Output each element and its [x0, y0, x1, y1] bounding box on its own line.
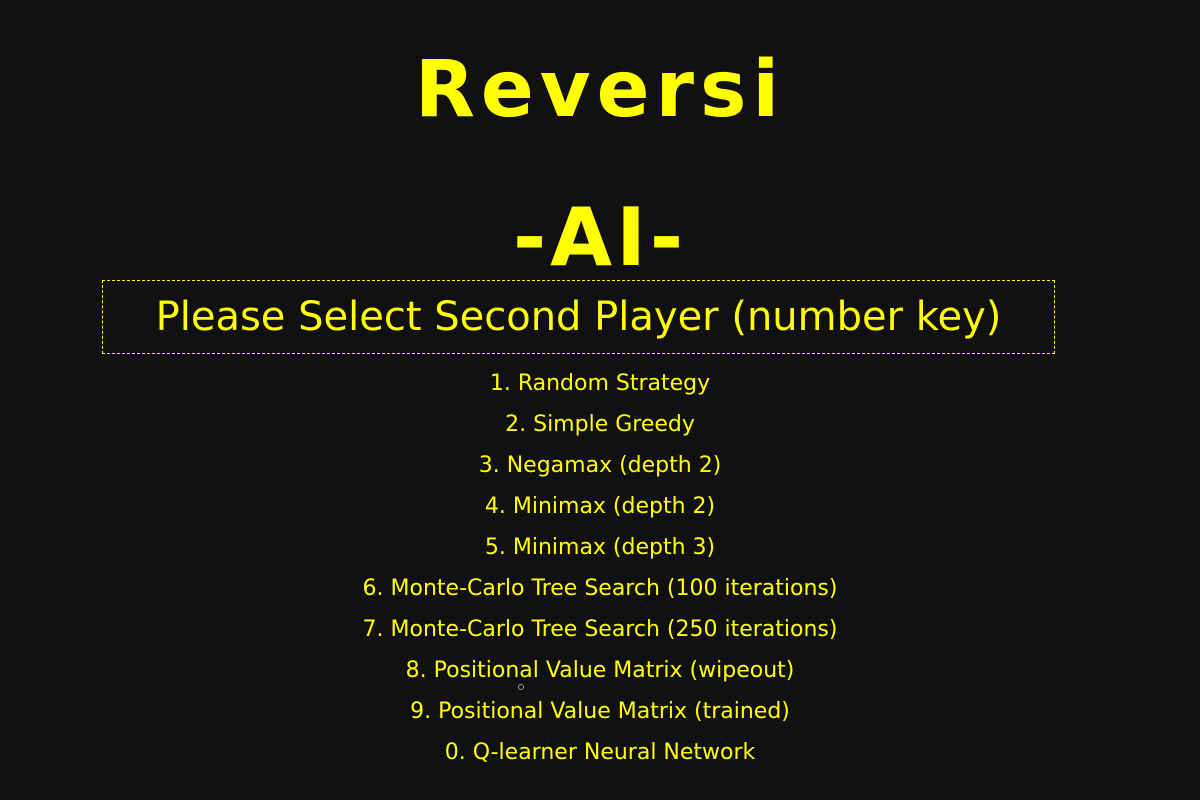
option-label: Monte-Carlo Tree Search (100 iterations)	[390, 576, 838, 601]
option-label: Negamax (depth 2)	[506, 453, 722, 478]
game-subtitle: -AI-	[512, 191, 688, 284]
option-key: 1	[490, 371, 518, 396]
option-label: Minimax (depth 2)	[512, 494, 716, 519]
player-option-8[interactable]: 8Positional Value Matrix (wipeout)	[0, 650, 1200, 691]
player-option-0[interactable]: 0Q-learner Neural Network	[0, 732, 1200, 773]
option-label: Monte-Carlo Tree Search (250 iterations)	[390, 617, 838, 642]
option-key: 4	[485, 494, 513, 519]
option-key: 5	[485, 535, 513, 560]
option-label: Minimax (depth 3)	[512, 535, 716, 560]
player-option-2[interactable]: 2Simple Greedy	[0, 404, 1200, 445]
option-label: Q-learner Neural Network	[472, 740, 756, 765]
option-key: 6	[363, 576, 391, 601]
player-option-4[interactable]: 4Minimax (depth 2)	[0, 486, 1200, 527]
option-key: 0	[445, 740, 473, 765]
player-option-6[interactable]: 6Monte-Carlo Tree Search (100 iterations…	[0, 568, 1200, 609]
option-key: 9	[410, 699, 438, 724]
option-key: 8	[406, 658, 434, 683]
player-option-1[interactable]: 1Random Strategy	[0, 363, 1200, 404]
mouse-cursor-icon	[518, 684, 524, 690]
option-key: 3	[479, 453, 507, 478]
option-key: 7	[363, 617, 391, 642]
player-option-7[interactable]: 7Monte-Carlo Tree Search (250 iterations…	[0, 609, 1200, 650]
player-select-prompt-box: Please Select Second Player (number key)	[102, 280, 1055, 354]
game-title: Reversi	[414, 45, 786, 135]
player-option-5[interactable]: 5Minimax (depth 3)	[0, 527, 1200, 568]
player-select-prompt: Please Select Second Player (number key)	[155, 294, 1002, 340]
player-option-9[interactable]: 9Positional Value Matrix (trained)	[0, 691, 1200, 732]
option-key: 2	[505, 412, 533, 437]
player-option-3[interactable]: 3Negamax (depth 2)	[0, 445, 1200, 486]
player-option-list: 1Random Strategy 2Simple Greedy 3Negamax…	[0, 363, 1200, 773]
option-label: Positional Value Matrix (trained)	[438, 699, 790, 724]
option-label: Random Strategy	[517, 371, 711, 396]
option-label: Positional Value Matrix (wipeout)	[433, 658, 795, 683]
option-label: Simple Greedy	[533, 412, 695, 437]
